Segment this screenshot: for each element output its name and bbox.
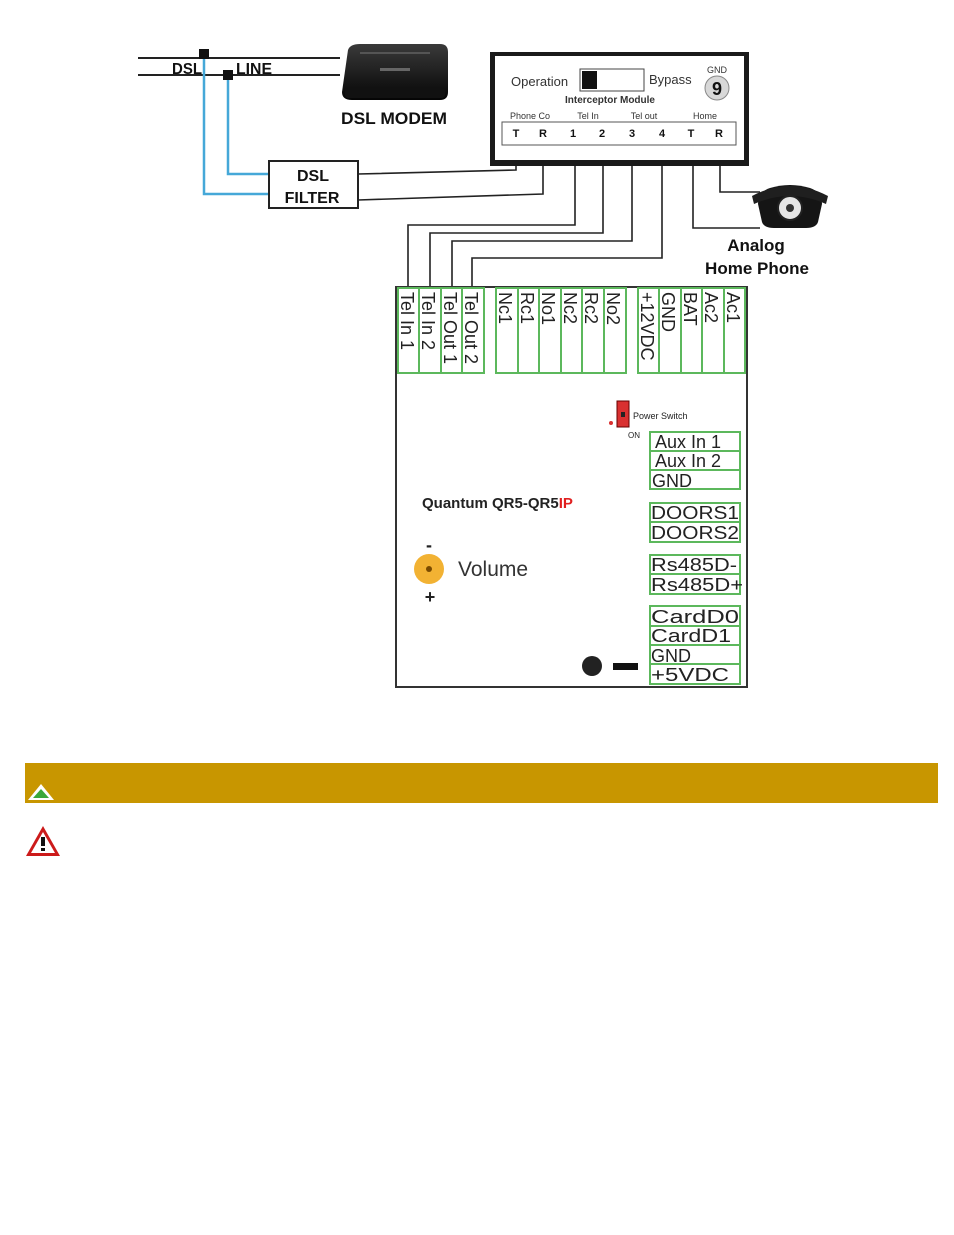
card-terminal-block [649, 605, 741, 685]
line-junction-line [223, 70, 233, 80]
top-right-terminal-block [637, 287, 746, 374]
gnd-number: 9 [712, 79, 722, 99]
model-name: Quantum QR5-QR5IP [422, 495, 573, 512]
side-terminal-label: GND [652, 471, 692, 491]
gnd-terminal [704, 75, 730, 101]
side-terminal-label: DOORS1 [651, 503, 739, 523]
dsl-filter-label-2: FILTER [285, 190, 340, 207]
side-terminal-label: GND [651, 646, 691, 666]
group-tel-in: Tel In [577, 111, 599, 121]
model-name-suffix: IP [559, 495, 573, 512]
filter-wires [202, 53, 270, 196]
side-terminal-label: CardD1 [651, 626, 731, 646]
power-on-label: ON [628, 431, 640, 440]
terminal-label: Tel In 2 [418, 292, 438, 350]
up-arrow-icon[interactable] [27, 782, 55, 802]
terminal: R [715, 128, 723, 140]
bypass-label: Bypass [649, 72, 692, 87]
rs485-terminal-block [649, 554, 741, 595]
terminal: T [688, 128, 695, 140]
terminal-label: Nc1 [495, 292, 515, 324]
phone-lines [138, 57, 340, 76]
doors-terminal-block [649, 502, 741, 543]
top-mid-terminal-block [495, 287, 627, 374]
phone-label-1: Analog [727, 236, 785, 255]
terminal-label: Rc1 [517, 292, 537, 324]
side-terminal-label: CardD0 [651, 607, 739, 627]
side-terminal-label: Aux In 2 [655, 451, 721, 471]
terminal-label: Nc2 [560, 292, 580, 324]
interceptor-title: Interceptor Module [565, 95, 655, 106]
side-terminal-label: Rs485D- [651, 555, 737, 575]
interceptor-module: Operation Bypass GND 9 Interceptor Modul… [490, 52, 749, 166]
group-home: Home [693, 111, 717, 121]
terminal: 4 [659, 128, 666, 140]
terminal-label: Tel In 1 [397, 292, 417, 350]
section-bar [25, 763, 938, 803]
terminal-strip [501, 121, 737, 146]
terminal-label: BAT [680, 292, 700, 326]
terminal: 2 [599, 128, 605, 140]
dsl-filter-label-1: DSL [297, 168, 329, 185]
terminal: 3 [629, 128, 635, 140]
volume-label: Volume [458, 558, 528, 581]
line-label: LINE [236, 61, 272, 78]
terminal: R [539, 128, 547, 140]
operation-label: Operation [511, 74, 568, 89]
terminal: 1 [570, 128, 576, 140]
terminal-label: No1 [538, 292, 558, 325]
side-terminal-label: Aux In 1 [655, 432, 721, 452]
dsl-line-label: DSL [172, 61, 202, 78]
terminal-label: Tel Out 1 [440, 292, 460, 364]
volume-plus: + [425, 587, 436, 607]
power-switch-label: Power Switch [633, 411, 688, 421]
terminal-label: Rc2 [581, 292, 601, 324]
terminal-label: GND [658, 292, 678, 332]
terminal-label: Ac1 [723, 292, 743, 323]
top-left-terminal-block [397, 287, 485, 374]
aux-terminal-block [649, 431, 741, 490]
volume-minus: - [426, 535, 432, 555]
side-terminal-label: +5VDC [651, 665, 729, 685]
model-name-prefix: Quantum QR5-QR5 [422, 495, 559, 512]
dsl-filter-box [268, 160, 359, 209]
group-phone-co: Phone Co [510, 111, 550, 121]
terminal-label: Ac2 [701, 292, 721, 323]
terminal: T [513, 128, 520, 140]
wiring-diagram: DSL LINE DSL MODEM DSL FILTER Operation … [138, 44, 828, 688]
terminal-label: Tel Out 2 [461, 292, 481, 364]
terminal-label: +12VDC [637, 292, 657, 361]
interceptor-wires [357, 146, 760, 287]
group-tel-out: Tel out [631, 111, 658, 121]
side-terminal-label: DOORS2 [651, 523, 739, 543]
telephone-icon [752, 185, 828, 228]
terminal-label: No2 [603, 292, 623, 325]
gnd-label: GND [707, 65, 728, 75]
warning-icon [26, 826, 60, 856]
dsl-modem-icon [342, 44, 448, 100]
dsl-modem-label: DSL MODEM [341, 109, 447, 128]
line-junction-dsl [199, 49, 209, 59]
panel-led-dot [582, 656, 602, 676]
panel-dash-mark [613, 663, 638, 670]
phone-label-2: Home Phone [705, 259, 809, 278]
side-terminal-label: Rs485D+ [651, 575, 743, 595]
power-led [609, 421, 613, 425]
